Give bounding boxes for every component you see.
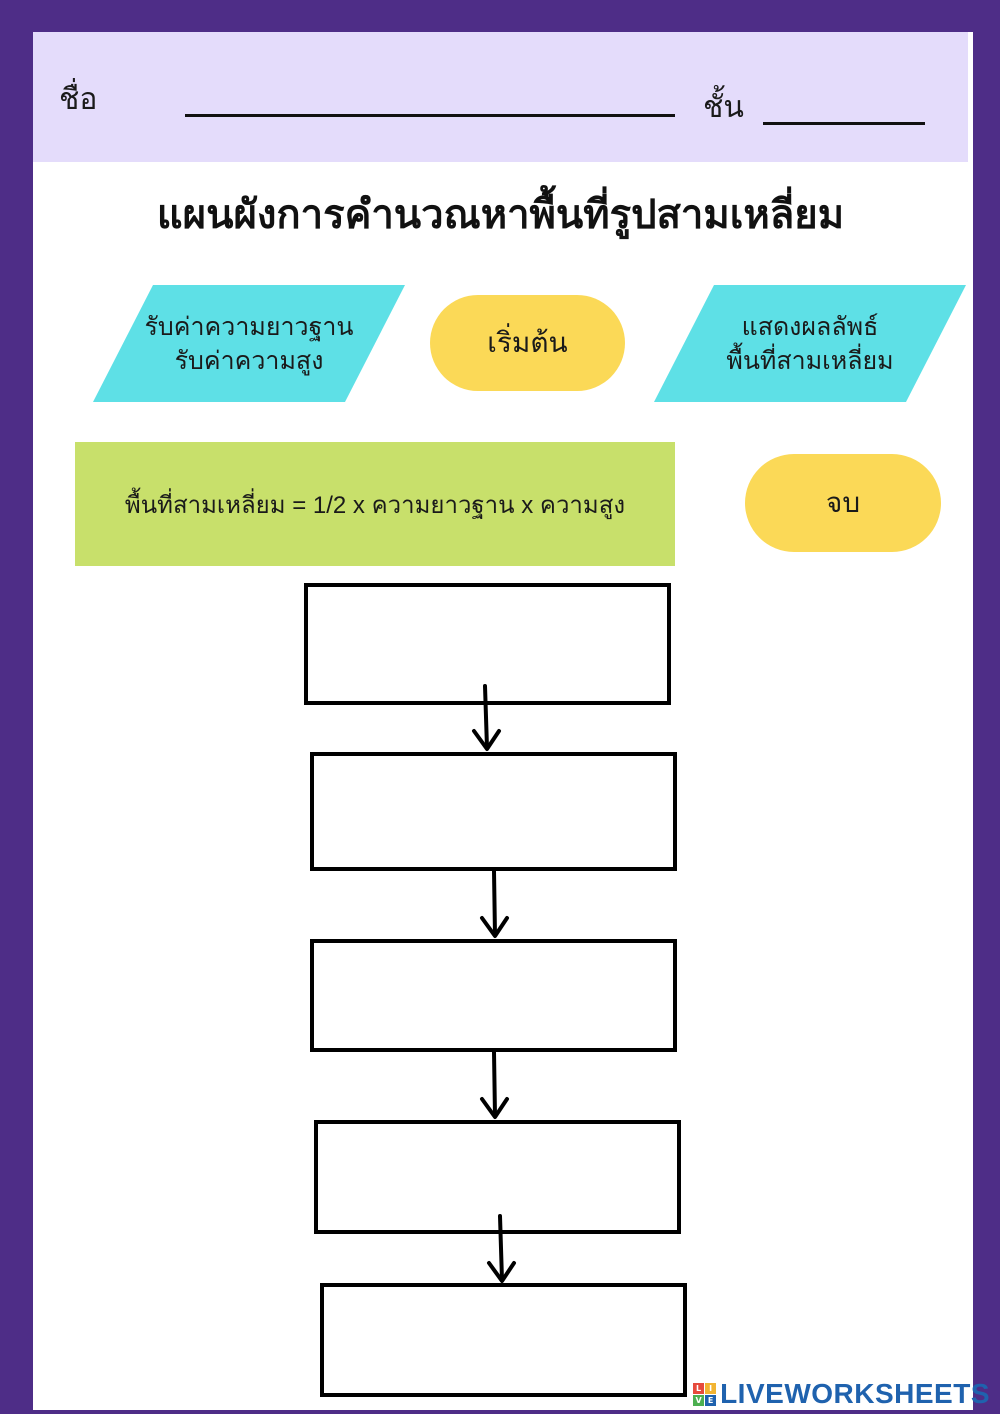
class-label: ชั้น (703, 90, 744, 125)
name-label: ชื่อ (59, 82, 98, 117)
flowchart-slot-5[interactable] (320, 1283, 687, 1397)
flowchart-slot-1[interactable] (304, 583, 671, 705)
output-parallelogram[interactable]: แสดงผลลัพธ์ พื้นที่สามเหลี่ยม (654, 285, 966, 402)
page-title: แผนผังการคำนวณหาพื้นที่รูปสามเหลี่ยม (156, 192, 845, 238)
input-line-2: รับค่าความสูง (174, 345, 324, 375)
arrow-3-to-4 (480, 1050, 509, 1119)
formula-process-box[interactable]: พื้นที่สามเหลี่ยม = 1/2 x ความยาวฐาน x ค… (75, 442, 675, 566)
class-input-line[interactable] (763, 122, 925, 125)
flowchart-slot-3[interactable] (310, 939, 677, 1052)
name-input-line[interactable] (185, 114, 675, 117)
parallelogram-shape (654, 285, 966, 402)
input-parallelogram-text: รับค่าความยาวฐาน รับค่าความสูง (93, 285, 405, 402)
worksheet-page: ชื่อ ชั้น แผนผังการคำนวณหาพื้นที่รูปสามเ… (33, 32, 973, 1410)
input-parallelogram[interactable]: รับค่าความยาวฐาน รับค่าความสูง (93, 285, 405, 402)
flowchart-slot-4[interactable] (314, 1120, 681, 1234)
parallelogram-shape (93, 285, 405, 402)
liveworksheets-logo-icon: L I V E (693, 1382, 717, 1406)
start-terminal[interactable]: เริ่มต้น (430, 295, 625, 391)
output-line-2: พื้นที่สามเหลี่ยม (726, 345, 894, 375)
output-parallelogram-text: แสดงผลลัพธ์ พื้นที่สามเหลี่ยม (654, 285, 966, 402)
arrow-2-to-3 (480, 869, 509, 938)
liveworksheets-wordmark: LIVEWORKSHEETS (720, 1378, 990, 1409)
liveworksheets-logo: L I V E LIVEWORKSHEETS (693, 1378, 990, 1410)
student-info-header: ชื่อ ชั้น (33, 32, 968, 162)
arrow-1-to-2 (472, 684, 501, 751)
flowchart-slot-2[interactable] (310, 752, 677, 871)
end-terminal[interactable]: จบ (745, 454, 941, 552)
output-line-1: แสดงผลลัพธ์ (741, 311, 879, 341)
arrow-4-to-5 (487, 1214, 516, 1283)
input-line-1: รับค่าความยาวฐาน (144, 311, 354, 341)
flow-arrows (472, 684, 516, 1283)
